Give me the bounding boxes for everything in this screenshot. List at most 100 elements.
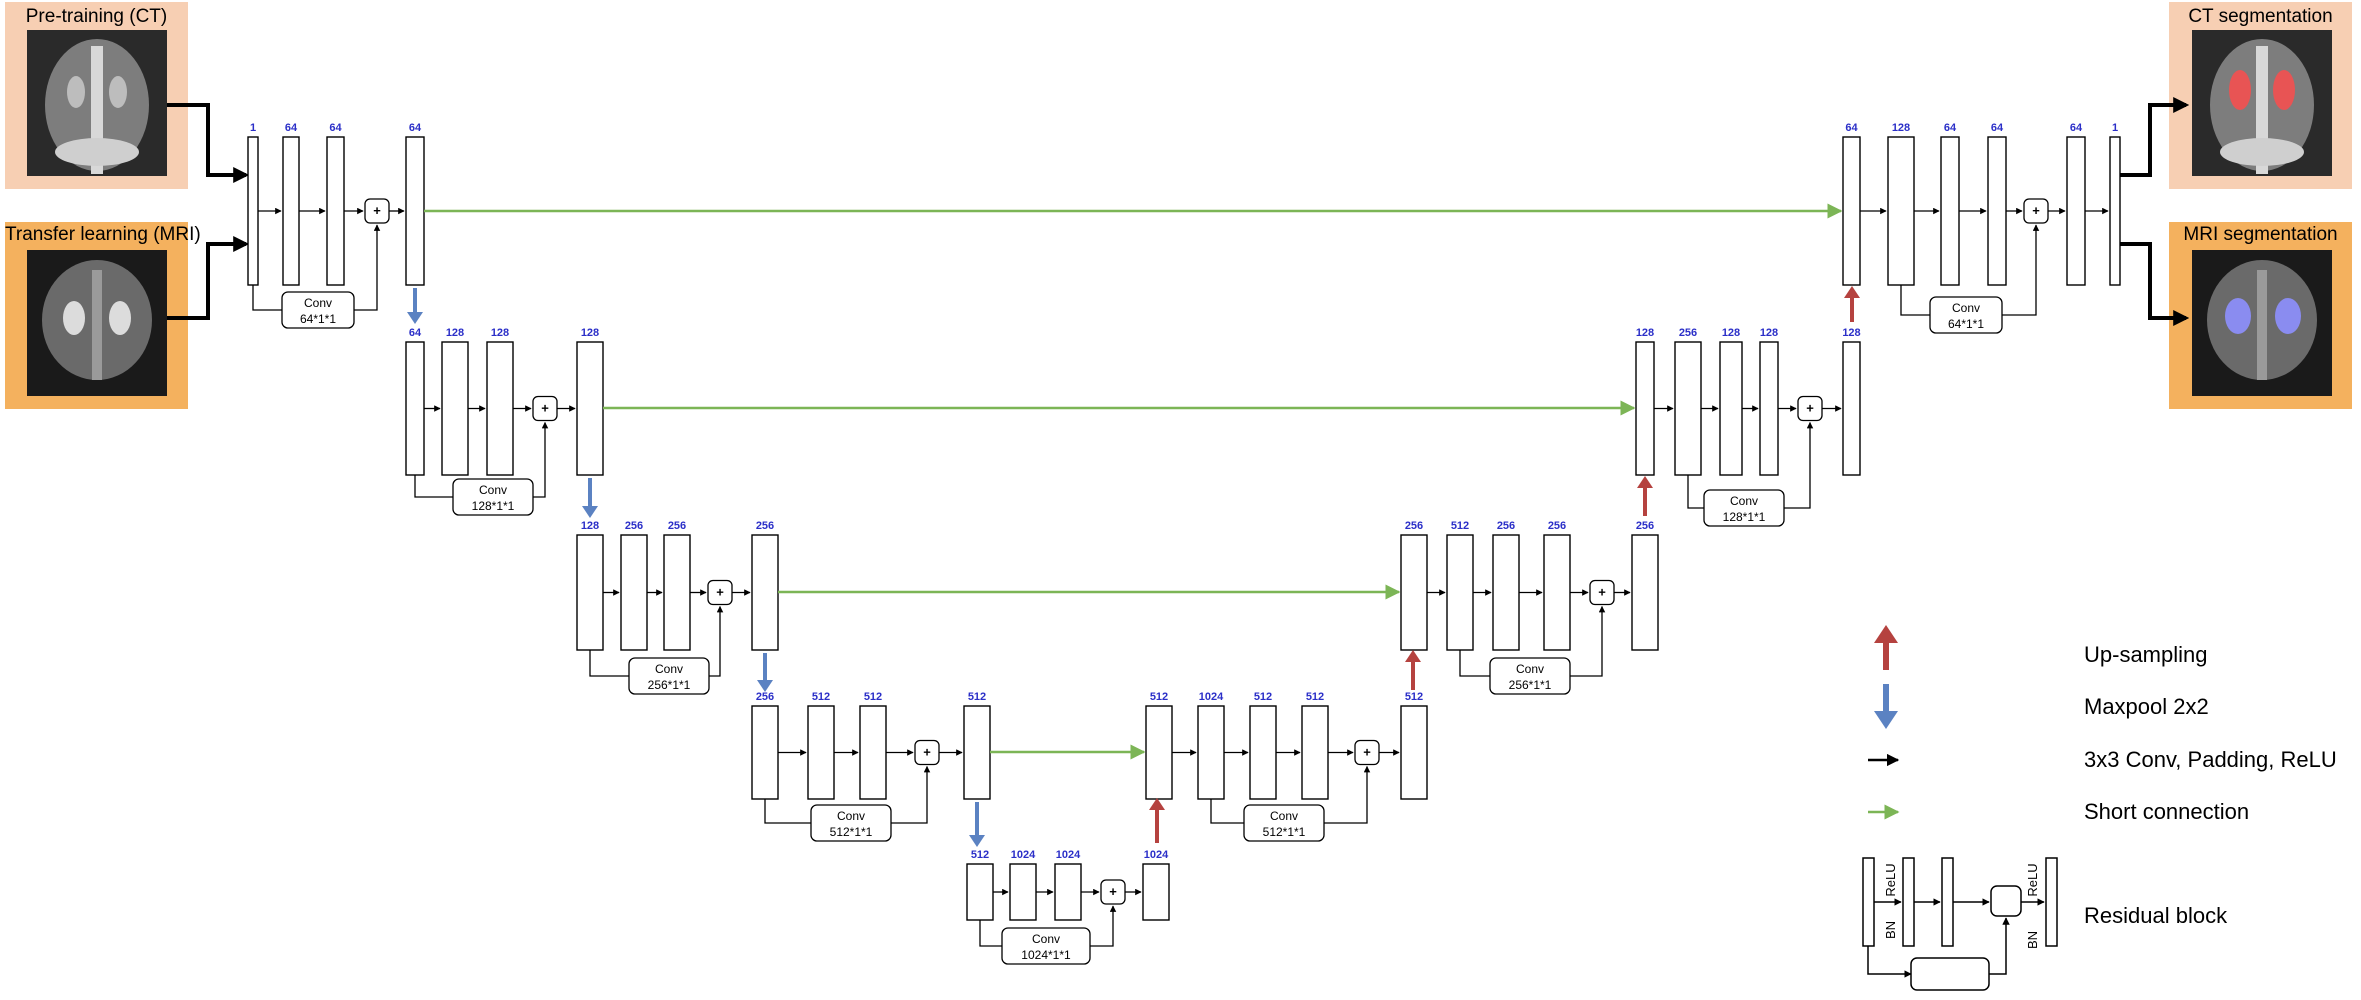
encoder-conv-box-l5-size: 1024*1*1 <box>1021 948 1071 962</box>
decoder-block-l2-5 <box>1631 534 1659 651</box>
encoder-skip-l2 <box>414 475 453 498</box>
upsample-arrow-4-head <box>1844 286 1860 298</box>
decoder-channel-l1-3: 512 <box>1254 691 1272 703</box>
decoder-block-l1-3 <box>1249 705 1277 800</box>
encoder-block-l5-4 <box>1142 863 1170 921</box>
decoder-skip-join-l2 <box>1570 605 1606 677</box>
rb-bn-label-2: BN <box>2025 931 2040 949</box>
encoder-conv-box-l5-title: Conv <box>1032 932 1060 946</box>
encoder-add-l1-symbol: + <box>373 203 381 218</box>
output-ct-label: CT segmentation <box>2188 6 2333 27</box>
decoder-block-l3-2 <box>1674 341 1702 476</box>
rb-skip-line-2 <box>1989 917 2010 975</box>
encoder-channel-l2-3: 128 <box>491 327 509 339</box>
encoder-add-l3-symbol: + <box>716 585 724 600</box>
decoder-channel-l4-4: 64 <box>1991 122 2004 134</box>
decoder-block-l1-1 <box>1145 705 1173 800</box>
decoder-block-l1-4 <box>1301 705 1329 800</box>
encoder-conv-box-l1-size: 64*1*1 <box>300 312 336 326</box>
encoder-skip-join-l2 <box>533 421 549 498</box>
decoder-conv-box-l3-size: 128*1*1 <box>1723 510 1766 524</box>
decoder-channel-l4-1: 64 <box>1845 122 1858 134</box>
ct-seg-pelvis <box>2220 138 2304 166</box>
encoder-block-l3-3 <box>663 534 691 651</box>
encoder-block-l5-2 <box>1009 863 1037 921</box>
rb-conv-box <box>1910 957 1990 991</box>
decoder-conv-box-l1-size: 512*1*1 <box>1263 825 1306 839</box>
encoder-add-l4-symbol: + <box>923 745 931 760</box>
decoder-block-l4-6 <box>2109 136 2121 286</box>
encoder-block-l4-3 <box>859 705 887 800</box>
decoder-channel-l4-5: 64 <box>2070 122 2083 134</box>
decoder-conv-box-l2-size: 256*1*1 <box>1509 678 1552 692</box>
encoder-block-l1-2 <box>282 136 300 286</box>
encoder-block-l3-1 <box>576 534 604 651</box>
mri-kidney-right <box>109 301 131 335</box>
legend-down-arrowhead <box>1874 711 1898 729</box>
legend-upsampling-label: Up-sampling <box>2084 642 2208 667</box>
decoder-channel-l3-3: 128 <box>1722 327 1740 339</box>
decoder-skip-l4 <box>1900 285 1930 316</box>
decoder-channel-l4-3: 64 <box>1944 122 1957 134</box>
ct-seg-kidney-left <box>2229 70 2251 110</box>
encoder-channel-l2-4: 128 <box>581 327 599 339</box>
legend <box>1862 625 2058 991</box>
encoder-skip-join-l1 <box>354 224 381 311</box>
decoder-add-l2-symbol: + <box>1598 585 1606 600</box>
decoder-add-l3-symbol: + <box>1806 401 1814 416</box>
rb-relu-label-2: ReLU <box>2025 863 2040 896</box>
encoder-block-l1-1 <box>247 136 259 286</box>
mri-kidney-left <box>63 301 85 335</box>
ct-pelvis <box>55 138 139 166</box>
encoder-channel-l1-4: 64 <box>409 122 422 134</box>
decoder-channel-l4-2: 128 <box>1892 122 1910 134</box>
decoder-add-l4-symbol: + <box>2032 203 2040 218</box>
decoder-channel-l3-2: 256 <box>1679 327 1697 339</box>
decoder-block-l4-2 <box>1887 136 1915 286</box>
encoder-skip-l5 <box>979 920 1002 947</box>
rb-relu-label: ReLU <box>1883 863 1898 896</box>
input-pretraining-ct <box>5 2 188 189</box>
upsample-arrow-2-head <box>1405 650 1421 662</box>
output-mri-segmentation <box>2169 222 2352 409</box>
encoder-skip-join-l4 <box>891 765 931 824</box>
maxpool-arrow-3-head <box>757 680 773 692</box>
decoder-block-l4-3 <box>1940 136 1960 286</box>
input-transfer-label: Transfer learning (MRI) <box>5 224 201 245</box>
encoder-conv-box-l2-size: 128*1*1 <box>472 499 515 513</box>
encoder-channel-l1-2: 64 <box>285 122 298 134</box>
decoder-channel-l2-3: 256 <box>1497 520 1515 532</box>
encoder-block-l4-2 <box>807 705 835 800</box>
encoder-block-l1-4 <box>405 136 425 286</box>
decoder-channel-l1-2: 1024 <box>1199 691 1224 703</box>
mri-seg-kidney-right <box>2275 298 2301 334</box>
decoder-channel-l1-1: 512 <box>1150 691 1168 703</box>
encoder-channel-l2-2: 128 <box>446 327 464 339</box>
decoder-channel-l3-4: 128 <box>1760 327 1778 339</box>
encoder-block-l2-3 <box>486 341 514 476</box>
encoder-conv-box-l2-title: Conv <box>479 483 507 497</box>
decoder-block-l2-2 <box>1446 534 1474 651</box>
rb-skip-line <box>1867 946 1912 978</box>
encoder-channel-l5-2: 1024 <box>1011 849 1036 861</box>
rb-conv2d-block-2 <box>1941 857 1954 947</box>
encoder-conv-box-l4-size: 512*1*1 <box>830 825 873 839</box>
ct-kidney-right <box>109 76 127 108</box>
decoder-conv-box-l1-title: Conv <box>1270 809 1298 823</box>
encoder-skip-join-l3 <box>709 605 724 677</box>
encoder-channel-l5-1: 512 <box>971 849 989 861</box>
maxpool-arrow-2-head <box>582 506 598 518</box>
legend-maxpool-label: Maxpool 2x2 <box>2084 694 2209 719</box>
rb-bn-block <box>1862 857 1875 947</box>
input-pretraining-label: Pre-training (CT) <box>25 6 168 27</box>
decoder-block-l2-4 <box>1543 534 1571 651</box>
decoder-skip-join-l3 <box>1784 421 1814 509</box>
encoder-conv-box-l1-title: Conv <box>304 296 332 310</box>
maxpool-arrow-4-head <box>969 835 985 847</box>
encoder-channel-l3-4: 256 <box>756 520 774 532</box>
encoder-block-l1-3 <box>326 136 345 286</box>
decoder-block-l4-1 <box>1842 136 1861 286</box>
encoder-channel-l5-4: 1024 <box>1144 849 1169 861</box>
